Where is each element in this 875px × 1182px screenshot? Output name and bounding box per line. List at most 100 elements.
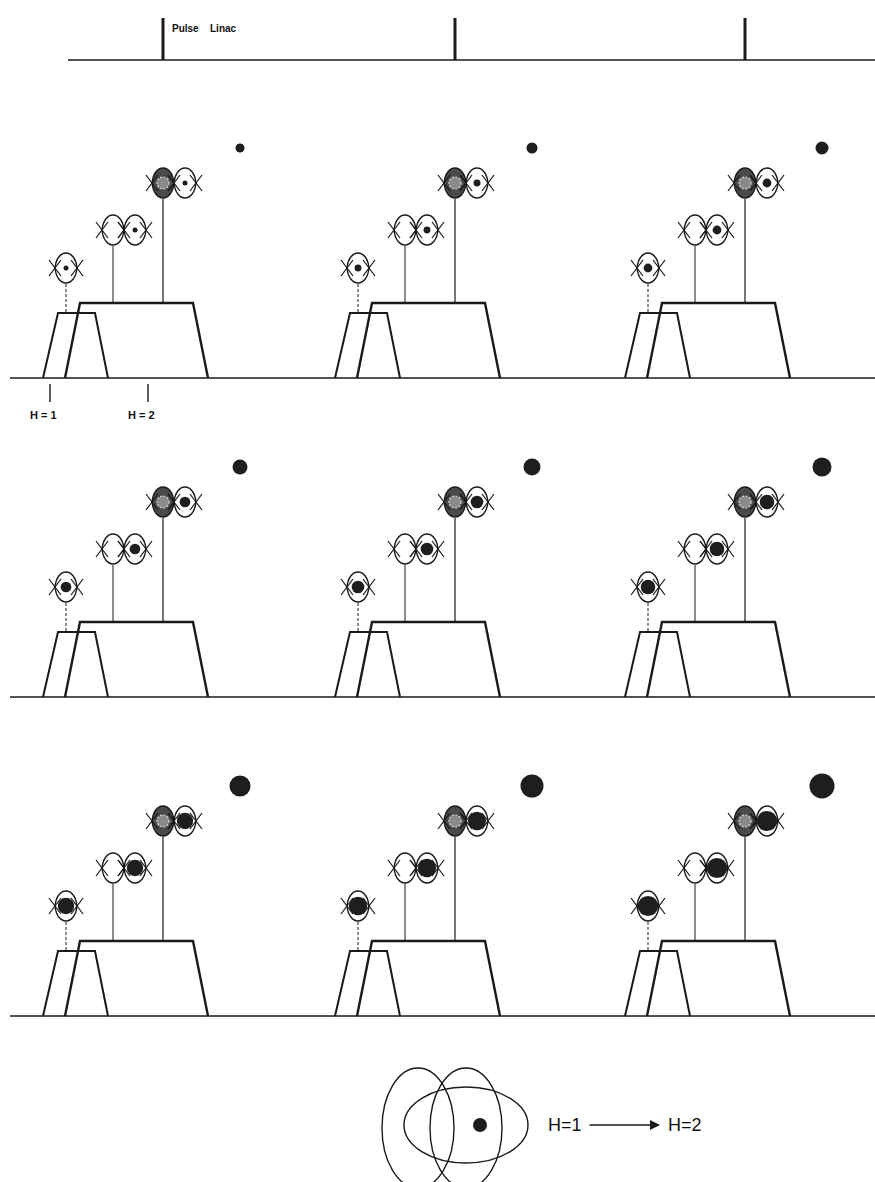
rf-bucket [734,168,756,198]
rf-bucket [706,534,728,564]
beam-dot [468,812,486,830]
rf-bucket [684,534,706,564]
beam-dot [474,180,481,187]
rf-bucket [444,168,466,198]
rf-panel [625,774,835,1017]
harmonic-label: H = 1 [30,410,57,421]
beam-dot [473,1118,487,1132]
beam-dot [421,543,434,556]
change-arrow [590,1120,660,1130]
beam-dot [527,143,538,154]
rf-bucket [124,853,146,883]
rf-bucket [756,487,778,517]
rf-panel [43,776,251,1017]
rf-bucket [124,215,146,245]
beam-dot [233,460,248,475]
rf-bucket [174,487,196,517]
beam-dot [180,497,191,508]
beam-dot [418,859,436,877]
time-axis [10,1015,875,1017]
beam-dot [127,860,143,876]
rf-bucket [347,572,369,602]
rf-panel [43,460,248,698]
rf-bucket [637,572,659,602]
beam-dot [810,774,835,799]
beam-dot [471,496,484,509]
rf-bucket [152,806,174,836]
rf-bucket [444,487,466,517]
time-axis [10,377,875,379]
beam-dot [641,580,656,595]
rf-bucket [756,168,778,198]
beam-dot [352,581,365,594]
harmonic-change-inset [382,1068,528,1182]
rf-bucket [55,891,77,921]
beam-dot [183,181,188,186]
rf-panel [625,142,829,379]
beam-dot [757,811,777,831]
rf-bucket [706,853,728,883]
inset-label: H=2 [668,1116,702,1134]
rf-bucket [466,806,488,836]
rf-bucket [706,215,728,245]
beam-dot [58,898,74,914]
rf-bucket [55,572,77,602]
beam-dot [813,458,832,477]
rf-bucket [394,853,416,883]
rf-panel [625,458,832,698]
beam-dot [521,775,544,798]
rf-bucket [734,806,756,836]
beam-dot [713,226,722,235]
rf-bucket [637,891,659,921]
rf-bucket [394,534,416,564]
rf-bucket [174,168,196,198]
beam-dot [710,542,725,557]
beam-dot [133,228,138,233]
rf-bucket [444,806,466,836]
beam-dot [130,544,141,555]
rf-bucket [394,215,416,245]
beam-dot [230,776,251,797]
pulse-timeline [68,18,875,60]
rf-bucket [347,891,369,921]
rf-bucket [684,215,706,245]
rf-bucket [347,253,369,283]
rf-bucket [124,534,146,564]
beam-dot [349,897,367,915]
rf-panel [335,143,538,379]
beam-dot [760,495,775,510]
beam-dot [355,265,362,272]
rf-bucket [102,534,124,564]
beam-dot [707,858,727,878]
rf-bucket [637,253,659,283]
rf-bucket [416,215,438,245]
rf-bucket [152,487,174,517]
rf-bucket [152,168,174,198]
rf-bucket [102,853,124,883]
beam-dot [524,459,541,476]
beam-dot [644,264,653,273]
rf-bucket [55,253,77,283]
rf-bucket [734,487,756,517]
timeline-label: Linac [210,24,236,34]
beam-dot [61,582,72,593]
rf-bucket [102,215,124,245]
rf-bucket [684,853,706,883]
rf-bucket [416,534,438,564]
rf-panel [43,144,245,379]
rf-panel [335,775,544,1017]
beam-dot [64,266,69,271]
beam-dot [236,144,245,153]
beam-dot [638,896,658,916]
rf-bucket [756,806,778,836]
beam-dot [816,142,829,155]
beam-dot [763,179,772,188]
rf-bucket [466,487,488,517]
beam-dot [177,813,193,829]
rf-bucket [416,853,438,883]
timeline-label: Pulse [172,24,199,34]
rf-bucket [466,168,488,198]
inset-label: H=1 [548,1116,582,1134]
rf-bucket [174,806,196,836]
